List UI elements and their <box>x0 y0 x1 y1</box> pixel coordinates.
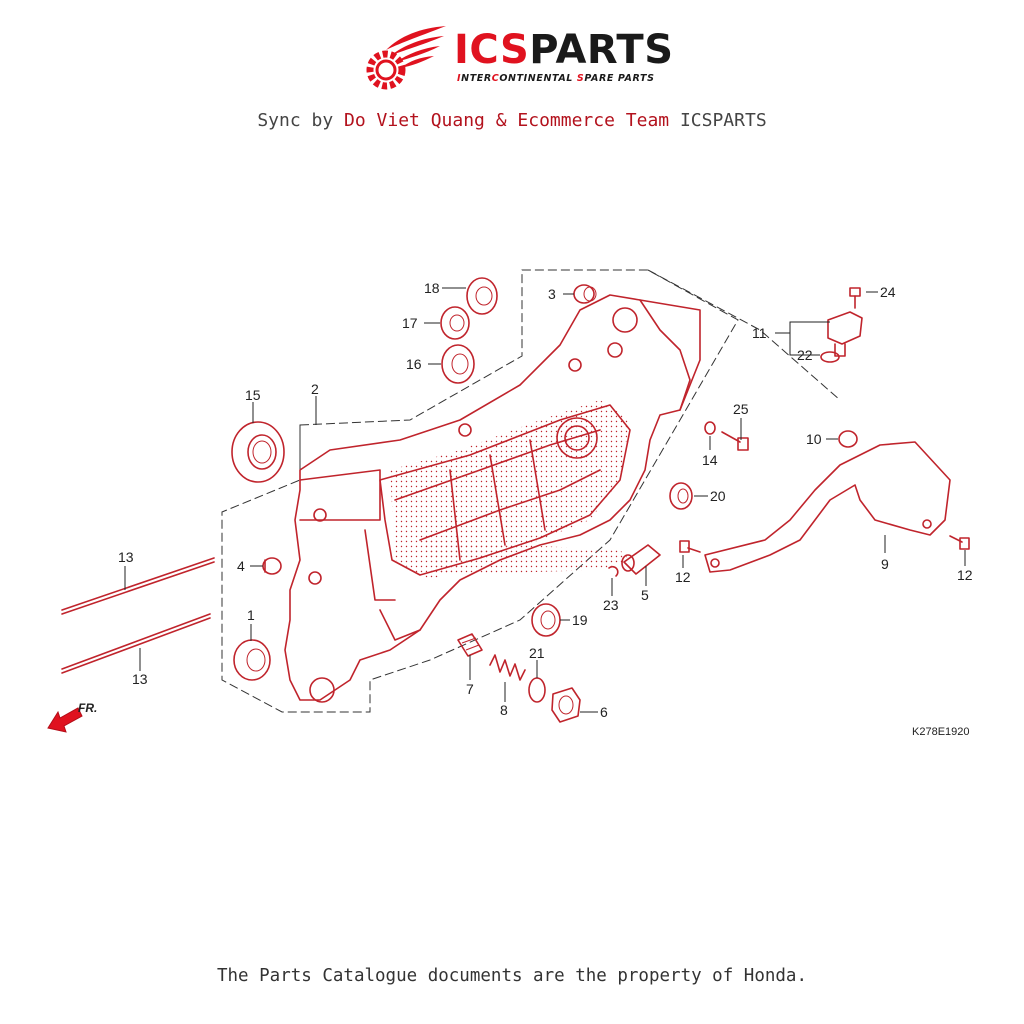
sync-author: Do Viet Quang & Ecommerce Team <box>344 110 670 131</box>
front-label: FR. <box>78 701 97 715</box>
callout-9: 9 <box>881 556 889 572</box>
callout-25: 25 <box>733 401 749 417</box>
callout-23: 23 <box>603 597 619 613</box>
callout-4: 4 <box>237 558 245 574</box>
callout-19: 19 <box>572 612 588 628</box>
callout-13-lower: 13 <box>132 671 148 687</box>
sync-prefix: Sync by <box>257 110 345 131</box>
part-23-clip <box>608 565 619 577</box>
part-10-grommet <box>838 430 858 448</box>
part-6-drain-plug <box>551 687 581 723</box>
leader-lines <box>124 287 966 713</box>
part-13-stud-lower <box>61 613 211 674</box>
callout-21: 21 <box>529 645 545 661</box>
diagram-code: K278E1920 <box>912 726 970 738</box>
brand-tagline: INTERCONTINENTAL SPARE PARTS <box>457 73 655 84</box>
part-16-bearing <box>441 344 475 384</box>
sync-suffix: ICSPARTS <box>669 110 767 131</box>
part-4-dowel <box>262 557 282 575</box>
brand-ics: ICS <box>454 27 530 73</box>
callout-12-left: 12 <box>675 569 691 585</box>
part-8-spring <box>489 654 526 681</box>
part-11-speed-sensor <box>827 311 863 357</box>
crankcase-group-outline <box>221 269 739 713</box>
icsparts-logo[interactable]: ICSPARTS INTERCONTINENTAL SPARE PARTS <box>360 20 673 95</box>
tagline-part: PARE PARTS <box>584 73 655 84</box>
tagline-part: ONTINENTAL <box>499 73 577 84</box>
callout-3: 3 <box>548 286 556 302</box>
wing-gear-icon <box>366 26 446 90</box>
sync-credit: Sync by Do Viet Quang & Ecommerce Team I… <box>0 110 1024 131</box>
callout-16: 16 <box>406 356 422 372</box>
tagline-part: C <box>491 73 500 84</box>
callout-15: 15 <box>245 387 261 403</box>
brand-name: ICSPARTS <box>454 28 674 72</box>
callout-8: 8 <box>500 702 508 718</box>
part-14-washer <box>704 421 716 435</box>
callout-13: 13 <box>118 549 134 565</box>
callout-17: 17 <box>402 315 418 331</box>
tagline-part: I <box>457 73 462 84</box>
part-15-bearing <box>231 421 285 483</box>
callout-2: 2 <box>311 381 319 397</box>
front-arrow-icon <box>47 707 83 733</box>
left-crankcase <box>284 294 701 703</box>
part-1-bearing <box>233 639 271 681</box>
part-12-bolt-right <box>949 535 970 550</box>
callout-22: 22 <box>797 347 813 363</box>
part-9-bracket <box>704 441 951 573</box>
part-17-bearing <box>440 306 470 340</box>
part-3-dowel <box>573 284 597 304</box>
part-22-o-ring <box>820 351 840 363</box>
part-5-lever <box>621 544 661 575</box>
callout-12-right: 12 <box>957 567 973 583</box>
callout-7: 7 <box>466 681 474 697</box>
part-12-bolt-left <box>679 540 701 553</box>
callout-14: 14 <box>702 452 718 468</box>
tagline-part: S <box>576 73 585 84</box>
callout-11: 11 <box>752 325 767 341</box>
brand-parts: PARTS <box>529 27 674 73</box>
sensor-group-outline <box>647 269 841 401</box>
callout-labels: 15 2 18 17 16 3 4 1 13 13 11 22 24 25 14… <box>118 280 973 738</box>
callout-18: 18 <box>424 280 440 296</box>
callout-10: 10 <box>806 431 822 447</box>
callout-24: 24 <box>880 284 896 300</box>
part-21-o-ring <box>528 677 546 703</box>
callout-5: 5 <box>641 587 649 603</box>
callout-20: 20 <box>710 488 726 504</box>
part-13-stud-upper <box>61 557 215 615</box>
part-19-oil-seal <box>531 603 561 637</box>
tagline-part: NTER <box>461 73 492 84</box>
part-7-strainer <box>457 633 483 657</box>
part-20-oil-seal <box>669 482 693 510</box>
footer-notice: The Parts Catalogue documents are the pr… <box>216 966 807 986</box>
part-25-bolt <box>721 431 749 451</box>
part-18-bearing <box>466 277 498 315</box>
part-24-bolt <box>849 287 861 309</box>
callout-6: 6 <box>600 704 608 720</box>
header: ICSPARTS INTERCONTINENTAL SPARE PARTS Sy… <box>0 20 1024 140</box>
callout-1: 1 <box>247 607 255 623</box>
